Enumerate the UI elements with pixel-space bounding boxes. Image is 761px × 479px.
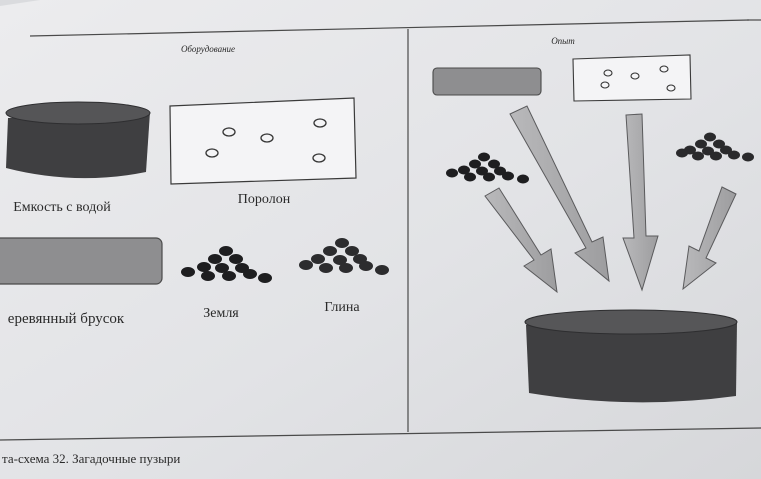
page-edge-shadow xyxy=(0,0,40,6)
soil-label: Земля xyxy=(203,306,239,321)
table-frame xyxy=(0,19,761,441)
foam-label: Поролон xyxy=(238,192,291,207)
arrow-foam-to-container xyxy=(622,113,659,292)
clay-label: Глина xyxy=(324,300,360,315)
water-container-icon xyxy=(5,101,151,179)
equipment-header: Оборудование xyxy=(181,44,235,54)
water-container-label: Емкость с водой xyxy=(13,200,111,215)
clay-pile-icon xyxy=(299,238,389,275)
figure-caption: та-схема 32. Загадочные пузыри xyxy=(2,451,180,466)
arrow-block-to-container xyxy=(509,105,610,283)
experiment-wooden-block-icon xyxy=(432,67,542,96)
experiment-water-container-icon xyxy=(524,309,738,403)
experiment-soil-pile-icon xyxy=(446,152,529,184)
arrow-soil-to-container xyxy=(484,187,558,294)
experiment-header: Опыт xyxy=(551,36,575,46)
wooden-block-icon xyxy=(0,237,163,285)
wooden-block-label: еревянный брусок xyxy=(8,311,125,327)
experiment-clay-pile-icon xyxy=(676,132,754,162)
soil-pile-icon xyxy=(181,246,272,283)
arrow-clay-to-container xyxy=(682,186,737,291)
foam-sponge-icon xyxy=(169,97,357,185)
experiment-foam-icon xyxy=(572,54,692,102)
